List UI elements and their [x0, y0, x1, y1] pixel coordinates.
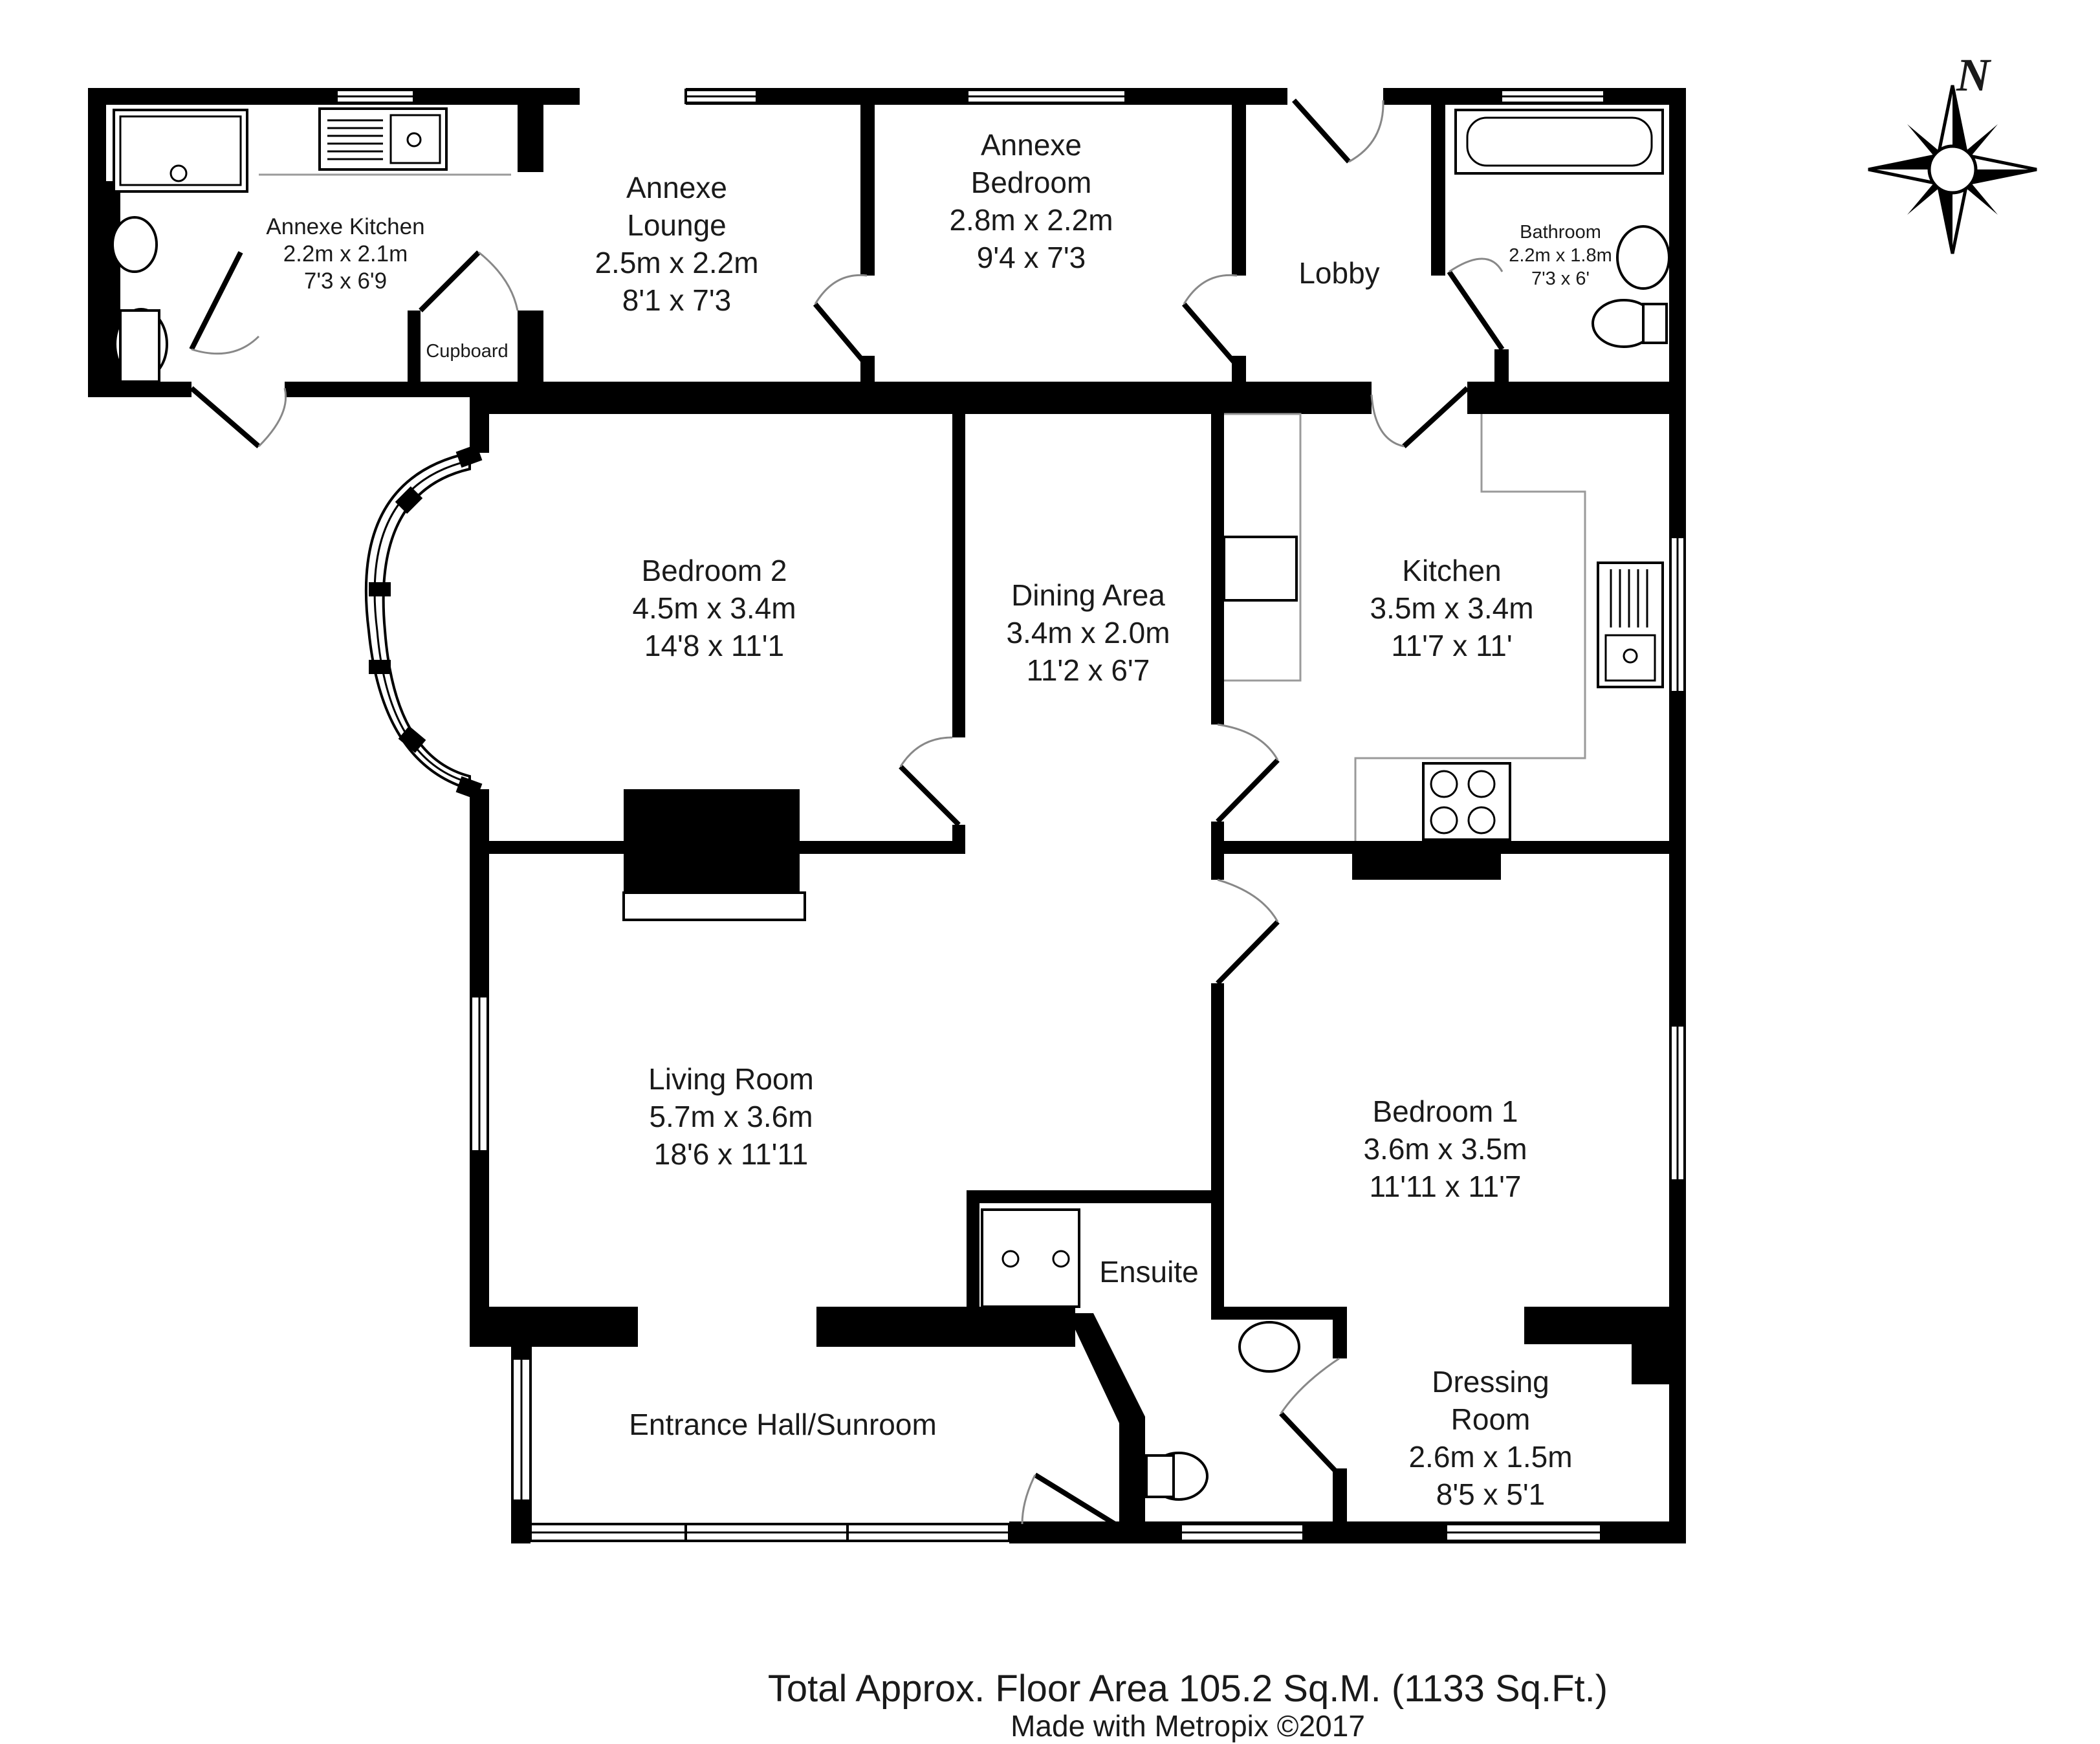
walls: [88, 88, 1686, 1543]
room-name: Bathroom: [1520, 222, 1601, 243]
room-name-line-1: Annexe: [981, 128, 1082, 162]
room-imperial: 7'3 x 6'9: [304, 268, 387, 294]
room-name-line-1: Annexe: [626, 171, 727, 204]
room-imperial: 11'11 x 11'7: [1370, 1170, 1522, 1203]
room-imperial: 11'7 x 11': [1391, 629, 1512, 662]
room-dressing-room: Dressing Room 2.6m x 1.5m 8'5 x 5'1: [1408, 1365, 1572, 1511]
doors: [189, 98, 1505, 1529]
room-annexe-lounge: Annexe Lounge 2.5m x 2.2m 8'1 x 7'3: [595, 171, 758, 317]
room-bedroom-2: Bedroom 2 4.5m x 3.4m 14'8 x 11'1: [632, 554, 796, 662]
room-kitchen: Kitchen 3.5m x 3.4m 11'7 x 11': [1370, 554, 1533, 662]
room-entrance-hall: Entrance Hall/Sunroom: [629, 1408, 937, 1441]
room-dining-area: Dining Area 3.4m x 2.0m 11'2 x 6'7: [1006, 578, 1170, 687]
bathroom-basin: [1616, 225, 1670, 290]
room-name: Living Room: [648, 1062, 814, 1096]
credit-line: Made with Metropix ©2017: [1011, 1709, 1365, 1743]
room-imperial: 9'4 x 7'3: [977, 241, 1086, 274]
room-labels: Annexe Kitchen 2.2m x 2.1m 7'3 x 6'9 Ann…: [266, 128, 1612, 1511]
room-metric: 3.6m x 3.5m: [1363, 1132, 1527, 1166]
room-name-line-1: Dressing: [1432, 1365, 1549, 1399]
room-name-line-2: Room: [1451, 1402, 1531, 1436]
hearth: [622, 891, 806, 921]
ensuite-basin: [1238, 1321, 1300, 1373]
annexe-kitchen-sink: [318, 107, 448, 171]
room-metric: 2.6m x 1.5m: [1408, 1440, 1572, 1474]
room-imperial: 7'3 x 6': [1531, 268, 1590, 289]
kitchen-hob: [1422, 762, 1511, 841]
bay-window: [364, 444, 483, 800]
compass-rose: [1868, 85, 2037, 254]
room-name: Bedroom 2: [641, 554, 787, 587]
room-ensuite: Ensuite: [1099, 1255, 1198, 1289]
room-metric: 3.4m x 2.0m: [1006, 616, 1170, 649]
room-name: Bedroom 1: [1372, 1095, 1518, 1128]
room-imperial: 14'8 x 11'1: [644, 629, 784, 662]
room-name-line-2: Lounge: [627, 208, 727, 242]
kitchen-sink: [1597, 561, 1664, 688]
room-metric: 2.2m x 2.1m: [283, 241, 408, 267]
room-imperial: 8'5 x 5'1: [1436, 1477, 1545, 1511]
room-bedroom-1: Bedroom 1 3.6m x 3.5m 11'11 x 11'7: [1363, 1095, 1527, 1203]
room-metric: 2.8m x 2.2m: [949, 203, 1113, 237]
room-annexe-bedroom: Annexe Bedroom 2.8m x 2.2m 9'4 x 7'3: [949, 128, 1113, 274]
room-lobby: Lobby: [1298, 256, 1379, 290]
room-metric: 4.5m x 3.4m: [632, 591, 796, 625]
room-name: Annexe Kitchen: [266, 214, 424, 239]
room-name: Dining Area: [1011, 578, 1165, 612]
compass-north-label: N: [1956, 49, 1992, 101]
room-bathroom: Bathroom 2.2m x 1.8m 7'3 x 6': [1509, 222, 1612, 289]
room-imperial: 18'6 x 11'11: [654, 1137, 808, 1171]
annexe-hand-basin: [111, 216, 158, 273]
room-cupboard: Cupboard: [426, 341, 508, 362]
shower-tray: [981, 1208, 1080, 1308]
annexe-basin-unit: [113, 109, 248, 193]
room-annexe-kitchen: Annexe Kitchen 2.2m x 2.1m 7'3 x 6'9: [266, 214, 424, 294]
kitchen-microwave: [1223, 536, 1298, 602]
room-metric: 3.5m x 3.4m: [1370, 591, 1533, 625]
room-metric: 5.7m x 3.6m: [649, 1100, 813, 1133]
room-imperial: 8'1 x 7'3: [622, 283, 731, 317]
room-imperial: 11'2 x 6'7: [1027, 653, 1150, 687]
bath-tub: [1454, 109, 1664, 175]
windows: [335, 89, 1686, 1542]
fixtures: [111, 107, 1670, 1501]
room-name: Kitchen: [1402, 554, 1501, 587]
total-floor-area: Total Approx. Floor Area 105.2 Sq.M. (11…: [768, 1668, 1608, 1710]
room-metric: 2.5m x 2.2m: [595, 246, 758, 279]
room-name-line-2: Bedroom: [971, 166, 1092, 199]
room-living-room: Living Room 5.7m x 3.6m 18'6 x 11'11: [648, 1062, 814, 1171]
room-metric: 2.2m x 1.8m: [1509, 245, 1612, 266]
